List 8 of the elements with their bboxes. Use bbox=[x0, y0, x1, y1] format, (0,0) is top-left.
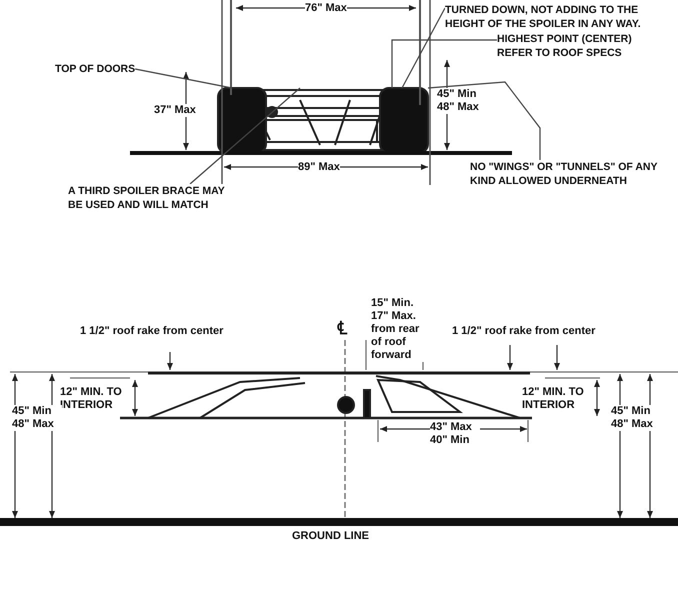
dimension-label: 45" Min 48" Max bbox=[12, 405, 62, 431]
leader-line bbox=[391, 39, 497, 88]
leader-line bbox=[401, 8, 446, 88]
leader-line bbox=[190, 88, 300, 184]
race-car-front-drawing bbox=[217, 87, 429, 154]
leader-line bbox=[134, 68, 232, 89]
dimension-label: 37" Max bbox=[154, 104, 196, 117]
leader-line bbox=[428, 81, 541, 160]
